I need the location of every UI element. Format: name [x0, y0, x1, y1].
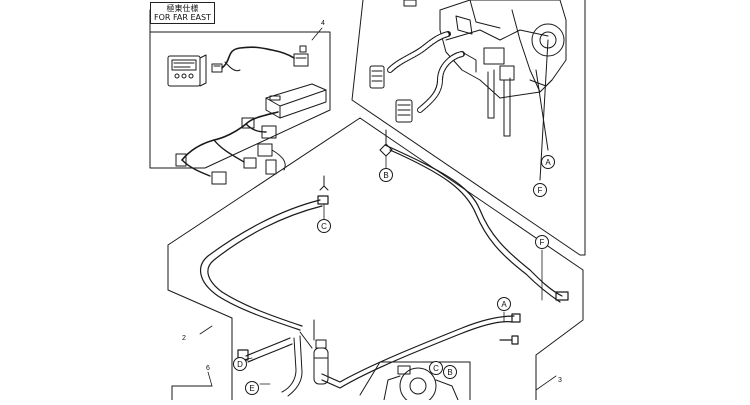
group-outline-hose-assembly	[167, 117, 584, 401]
connection-circle-a-lower: A	[497, 297, 511, 311]
refrigerant-hose-upper-left	[200, 195, 329, 331]
region-note-jp: 極東仕様	[166, 4, 199, 13]
connection-letter-f-upper: F	[538, 186, 543, 195]
connection-circle-d: D	[233, 357, 247, 371]
ac-unit-body	[403, 0, 567, 99]
callout-number-3: 3	[558, 377, 562, 384]
connection-letter-a-lower: A	[501, 300, 507, 309]
callout-number-2: 2	[182, 335, 186, 342]
small-connector-plug	[211, 63, 223, 73]
refrigerant-hose-lower	[321, 313, 521, 389]
ac-leader-lines	[535, 39, 549, 181]
connection-letter-e: E	[249, 384, 254, 393]
connection-letter-b-compressor: B	[447, 368, 452, 377]
callout-number-4: 4	[321, 20, 325, 27]
wiring-harness-upper	[221, 45, 309, 72]
drain-pipes	[487, 69, 511, 137]
connection-circle-b-hose: B	[379, 168, 393, 182]
connection-letter-c-compressor: C	[433, 364, 439, 373]
controller-panel	[167, 54, 207, 87]
connection-circle-a-upper: A	[541, 155, 555, 169]
receiver-drier	[281, 331, 329, 397]
region-note-en: FOR FAR EAST	[154, 13, 211, 22]
region-note-box: 極東仕様 FOR FAR EAST	[150, 2, 215, 24]
connection-circle-e: E	[245, 381, 259, 395]
pipe-fittings	[313, 129, 393, 341]
refrigerant-hose-long	[384, 144, 569, 303]
refrigerant-hose-short	[237, 337, 293, 363]
connection-letter-d: D	[237, 360, 243, 369]
callout-leaders	[199, 27, 557, 391]
connection-letter-c: C	[321, 222, 327, 231]
louver-vent-lower	[395, 99, 413, 123]
wiring-harness-main	[175, 111, 286, 185]
connection-circle-f-upper: F	[533, 183, 547, 197]
corrugated-duct-hoses	[387, 31, 465, 113]
connection-circle-c-compressor: C	[429, 361, 443, 375]
connection-circle-b-compressor: B	[443, 365, 457, 379]
group-outline-ac-unit	[351, 0, 586, 256]
group-outline-lower-left	[171, 385, 213, 401]
connection-circle-f-lower: F	[535, 235, 549, 249]
group-outline-compressor	[359, 361, 471, 401]
connection-letter-f-lower: F	[540, 238, 545, 247]
louver-vent-upper	[369, 65, 385, 89]
connection-letter-b-hose: B	[383, 171, 388, 180]
connection-letter-a-upper: A	[545, 158, 551, 167]
connection-circle-c: C	[317, 219, 331, 233]
callout-number-6: 6	[206, 365, 210, 372]
group-outline-controller-kit	[149, 9, 331, 169]
